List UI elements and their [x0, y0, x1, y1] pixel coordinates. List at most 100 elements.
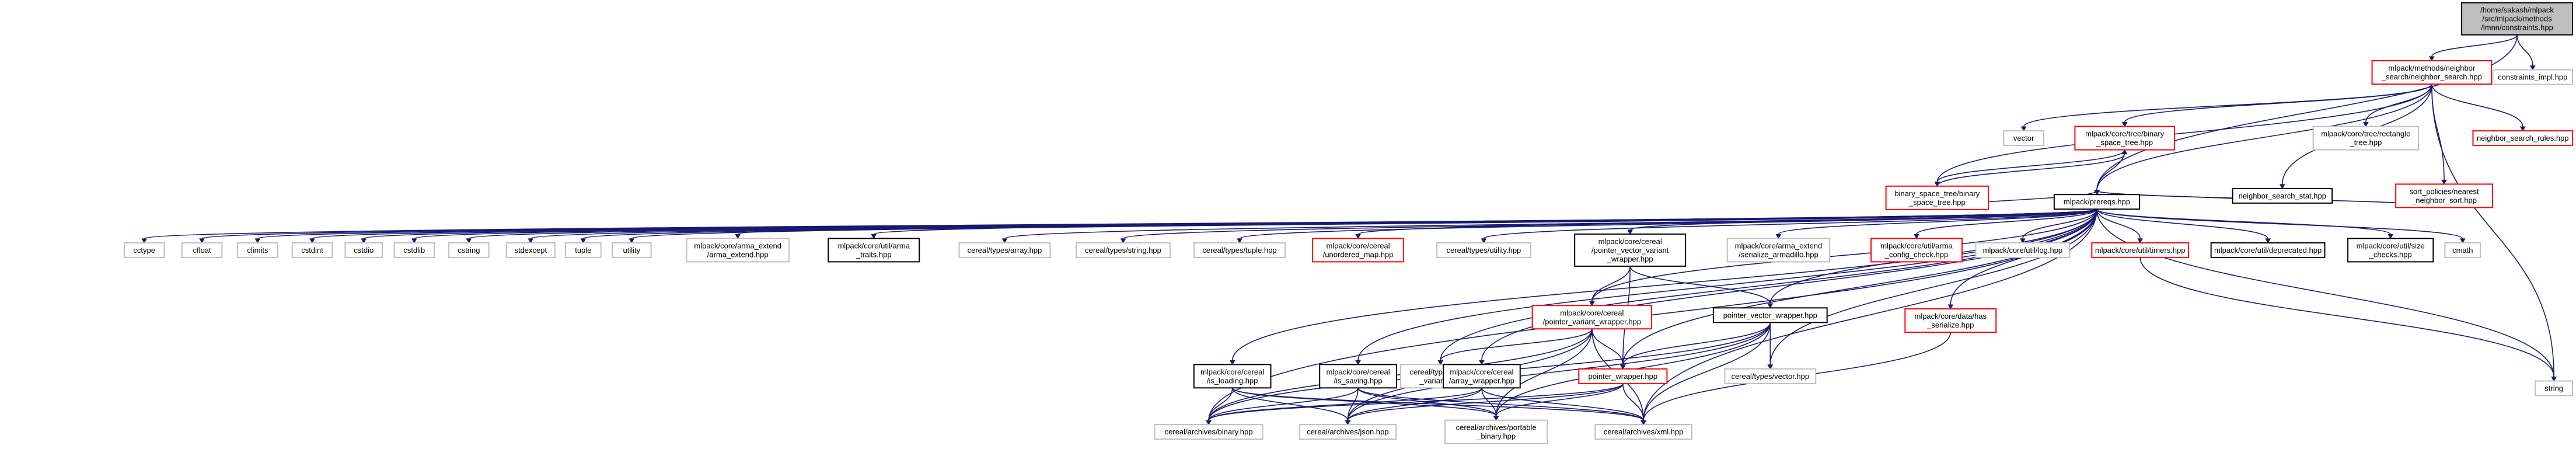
node-xml[interactable]: cereal/archives/xml.hpp — [1594, 424, 1692, 440]
node-arma-traits[interactable]: mlpack/core/util/arma_traits.hpp — [828, 238, 920, 263]
node-box — [1444, 419, 1548, 444]
node-label: mlpack/core/data/has — [1914, 312, 1987, 321]
node-climits[interactable]: climits — [237, 242, 278, 258]
edge-pvw-to-types_vector — [1767, 322, 1774, 370]
node-box — [1726, 238, 1831, 263]
node-pvvw[interactable]: mlpack/core/cereal/pointer_vector_varian… — [1574, 233, 1687, 267]
node-prereqs[interactable]: mlpack/prereqs.hpp — [2053, 194, 2141, 210]
node-box — [123, 242, 165, 258]
node-cstring[interactable]: cstring — [448, 242, 490, 258]
node-ns-stat[interactable]: neighbor_search_stat.hpp — [2232, 187, 2333, 204]
node-box — [2444, 242, 2481, 258]
node-ns-rules[interactable]: neighbor_search_rules.hpp — [2472, 130, 2573, 147]
node-label: vector — [2013, 134, 2034, 142]
node-types-string[interactable]: cereal/types/string.hpp — [1076, 242, 1171, 258]
node-nearest-sort[interactable]: sort_policies/nearest_neighbor_sort.hpp — [2395, 183, 2493, 208]
node-label: mlpack/core/cereal — [1560, 308, 1624, 317]
edge-array_wrapper-to-json — [1345, 388, 1482, 426]
node-types-tuple[interactable]: cereal/types/tuple.hpp — [1193, 242, 1286, 258]
node-binary[interactable]: cereal/archives/binary.hpp — [1154, 424, 1263, 440]
node-is-loading[interactable]: mlpack/core/cereal/is_loading.hpp — [1193, 364, 1272, 389]
edge-array_wrapper-to-xml — [1481, 388, 1646, 426]
node-size-checks[interactable]: mlpack/core/util/size_checks.hpp — [2347, 238, 2434, 263]
node-arma-config[interactable]: mlpack/core/util/arma_config_check.hpp — [1870, 238, 1963, 263]
node-box — [1299, 424, 1397, 440]
edge-pvw_core-to-pointer_wrapper — [1591, 329, 1626, 370]
node-box — [564, 242, 602, 258]
node-types-array[interactable]: cereal/types/array.hpp — [958, 242, 1051, 258]
node-box — [2535, 380, 2573, 396]
node-label: _search/neighbor_search.hpp — [2381, 72, 2482, 81]
node-pvw[interactable]: pointer_vector_wrapper.hpp — [1712, 307, 1828, 323]
node-box — [1193, 364, 1272, 389]
node-label: mlpack/core/tree/binary — [2085, 130, 2165, 138]
node-cstdlib[interactable]: cstdlib — [393, 242, 435, 258]
node-string[interactable]: string — [2535, 380, 2573, 396]
node-has-serialize[interactable]: mlpack/core/data/has_serialize.hpp — [1904, 308, 1997, 333]
node-root[interactable]: /home/sakash/mlpack/src/mlpack/methods/l… — [2461, 2, 2574, 36]
edge-prereqs-to-types_vector — [1767, 209, 2097, 370]
node-log[interactable]: mlpack/core/util/log.hpp — [1975, 242, 2071, 258]
node-label: cereal/types/vector.hpp — [1731, 372, 1809, 381]
node-bst[interactable]: mlpack/core/tree/binary_space_tree.hpp — [2074, 126, 2175, 151]
edge-neighbor_search-to-rect_tree — [2362, 83, 2432, 127]
node-bst-inner[interactable]: binary_space_tree/binary_space_tree.hpp — [1885, 185, 1989, 210]
node-constraints-impl[interactable]: constraints_impl.hpp — [2492, 69, 2573, 85]
node-serialize-armadillo[interactable]: mlpack/core/arma_extend/serialize_armadi… — [1726, 238, 1831, 263]
node-deprecated[interactable]: mlpack/core/util/deprecated.hpp — [2210, 242, 2326, 258]
node-cfloat[interactable]: cfloat — [181, 242, 223, 258]
node-label: /pointer_variant_wrapper.hpp — [1543, 317, 1641, 326]
edge-neighbor_search-to-vector — [2020, 83, 2432, 132]
node-cctype[interactable]: cctype — [123, 242, 165, 258]
edge-neighbor_search-to-nearest_sort — [2431, 84, 2447, 185]
node-box — [1193, 242, 1286, 258]
edge-root-to-prereqs — [2094, 34, 2518, 196]
node-box — [2492, 69, 2573, 85]
edge-prereqs-to-is_saving — [1355, 209, 2097, 366]
node-utility[interactable]: utility — [612, 242, 652, 258]
node-rect-tree[interactable]: mlpack/core/tree/rectangle_tree.hpp — [2312, 126, 2419, 151]
node-box — [2347, 238, 2434, 263]
edge-bst_inner-to-bst — [1936, 149, 2128, 187]
node-label: /is_saving.hpp — [1334, 376, 1382, 385]
node-cstdint[interactable]: cstdint — [291, 242, 333, 258]
node-portable-binary[interactable]: cereal/archives/portable_binary.hpp — [1444, 419, 1548, 444]
node-is-saving[interactable]: mlpack/core/cereal/is_saving.hpp — [1319, 364, 1397, 389]
node-label: /is_loading.hpp — [1207, 376, 1258, 385]
node-label: /home/sakash/mlpack — [2480, 6, 2554, 15]
node-neighbor-search[interactable]: mlpack/methods/neighbor_search/neighbor_… — [2371, 60, 2493, 85]
node-box — [344, 242, 383, 258]
node-arma-extend[interactable]: mlpack/core/arma_extend/arma_extend.hpp — [686, 238, 790, 263]
edge-prereqs-to-boost_variant — [1437, 209, 2097, 366]
dependency-edges — [141, 34, 2557, 426]
node-tuple[interactable]: tuple — [564, 242, 602, 258]
edge-prereqs-to-deprecated — [2096, 208, 2271, 243]
node-label: neighbor_search_rules.hpp — [2477, 134, 2569, 142]
node-label: string — [2544, 384, 2563, 392]
node-label: /src/mlpack/methods — [2482, 15, 2552, 23]
node-cstdio[interactable]: cstdio — [344, 242, 383, 258]
node-box — [2053, 194, 2141, 210]
node-label: /array_wrapper.hpp — [1449, 376, 1514, 385]
node-stdexcept[interactable]: stdexcept — [505, 242, 556, 258]
node-pvw-core[interactable]: mlpack/core/cereal/pointer_variant_wrapp… — [1531, 305, 1653, 330]
node-box — [1724, 368, 1817, 384]
node-json[interactable]: cereal/archives/json.hpp — [1299, 424, 1397, 440]
node-cmath[interactable]: cmath — [2444, 242, 2481, 258]
node-types-vector[interactable]: cereal/types/vector.hpp — [1724, 368, 1817, 384]
node-vector[interactable]: vector — [2003, 130, 2044, 147]
node-unordered-map[interactable]: mlpack/core/cereal/unordered_map.hpp — [1312, 238, 1405, 263]
node-label: mlpack/core/cereal — [1450, 367, 1513, 376]
node-timers[interactable]: mlpack/core/util/timers.hpp — [2091, 242, 2189, 258]
node-label: mlpack/prereqs.hpp — [2064, 197, 2130, 206]
node-box — [1885, 185, 1989, 210]
edge-pointer_wrapper-to-json — [1345, 383, 1624, 426]
node-pointer-wrapper[interactable]: pointer_wrapper.hpp — [1578, 368, 1668, 384]
node-label: cereal/types/tuple.hpp — [1202, 246, 1276, 255]
node-types-utility[interactable]: cereal/types/utility.hpp — [1436, 242, 1531, 258]
node-array-wrapper[interactable]: mlpack/core/cereal/array_wrapper.hpp — [1443, 364, 1521, 389]
node-label: _neighbor_sort.hpp — [2411, 196, 2477, 204]
edge-pvvw-to-pvw — [1629, 266, 1774, 309]
edge-root-to-constraints_impl — [2516, 34, 2536, 71]
